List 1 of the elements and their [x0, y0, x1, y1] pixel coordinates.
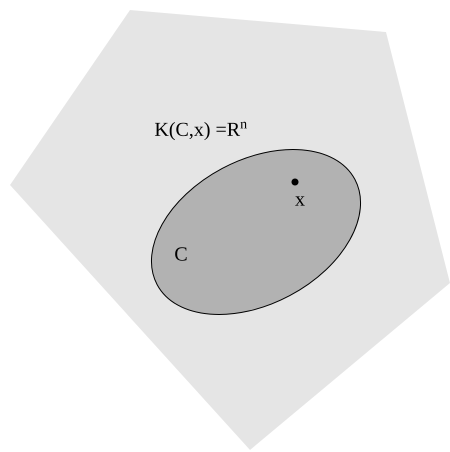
point-label: x: [295, 196, 305, 206]
